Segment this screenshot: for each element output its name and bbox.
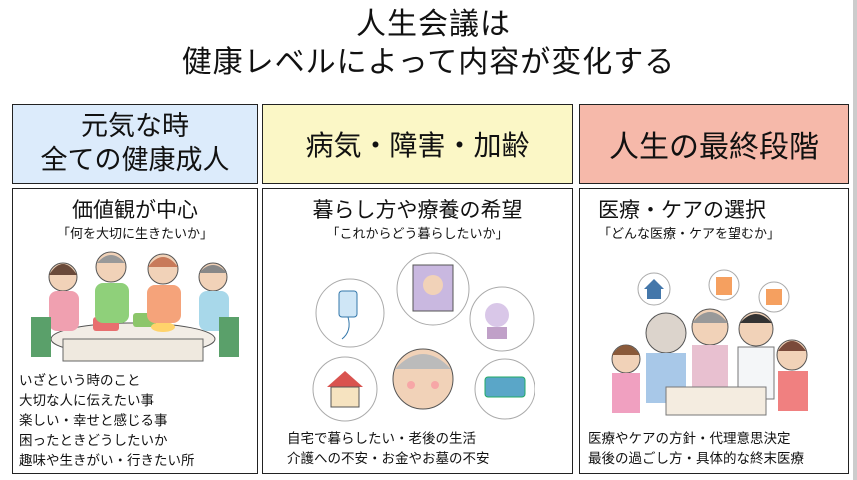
list-item: 困ったときどうしたいか — [19, 433, 168, 449]
family-table-illustration — [31, 251, 239, 362]
header-final-stage-label: 人生の最終段階 — [609, 130, 819, 165]
column-living-sub: 「これからどう暮らしたいか」 — [326, 227, 509, 242]
list-item: 趣味や生きがい・行きたい所 — [19, 453, 195, 469]
header-healthy-line2: 全ての健康成人 — [40, 145, 230, 176]
header-illness-label: 病気・障害・加齢 — [305, 129, 530, 162]
header-illness: 病気・障害・加齢 — [262, 104, 573, 184]
column-values-heading: 価値観が中心 — [72, 198, 198, 222]
header-healthy: 元気な時 全ての健康成人 — [12, 104, 258, 184]
header-final-stage: 人生の最終段階 — [579, 104, 849, 184]
column-medical-care-heading: 医療・ケアの選択 — [598, 198, 766, 222]
slide-edge — [853, 0, 857, 480]
column-values-list: いざという時のこと 大切な人に伝えたい事 楽しい・幸せと感じる事 困ったときどう… — [19, 371, 195, 471]
column-living-heading: 暮らし方や療養の希望 — [312, 198, 523, 222]
list-item: 大切な人に伝えたい事 — [19, 393, 154, 409]
list-item: 医療やケアの方針・代理意思決定 — [588, 431, 791, 447]
title-line-1: 人生会議は — [356, 7, 511, 42]
column-living-list: 自宅で暮らしたい・老後の生活 介護への不安・お金やお墓の不安 — [287, 429, 490, 469]
thinking-elder-illustration — [312, 252, 535, 422]
title-line-2: 健康レベルによって内容が変化する — [181, 45, 676, 80]
list-item: 自宅で暮らしたい・老後の生活 — [287, 431, 476, 447]
list-item: いざという時のこと — [19, 373, 141, 389]
column-values: 価値観が中心 「何を大切に生きたいか」 いざという時のこと 大切な人に伝えたい事… — [12, 188, 258, 474]
column-medical-care-list: 医療やケアの方針・代理意思決定 最後の過ごし方・具体的な終末医療 — [588, 429, 804, 469]
column-values-sub: 「何を大切に生きたいか」 — [56, 227, 213, 242]
header-healthy-line1: 元気な時 — [81, 111, 189, 142]
column-medical-care-sub: 「どんな医療・ケアを望むか」 — [598, 227, 781, 242]
list-item: 最後の過ごし方・具体的な終末医療 — [588, 451, 804, 467]
list-item: 介護への不安・お金やお墓の不安 — [287, 451, 490, 467]
column-living: 暮らし方や療養の希望 「これからどう暮らしたいか」 自宅で暮らしたい・老後の生活… — [262, 188, 573, 474]
medical-team-illustration — [611, 269, 808, 416]
page-title: 人生会議は 健康レベルによって内容が変化する — [0, 6, 857, 82]
list-item: 楽しい・幸せと感じる事 — [19, 413, 168, 429]
column-medical-care: 医療・ケアの選択 「どんな医療・ケアを望むか」 医療やケアの方針・代理意思決定 … — [579, 188, 849, 474]
